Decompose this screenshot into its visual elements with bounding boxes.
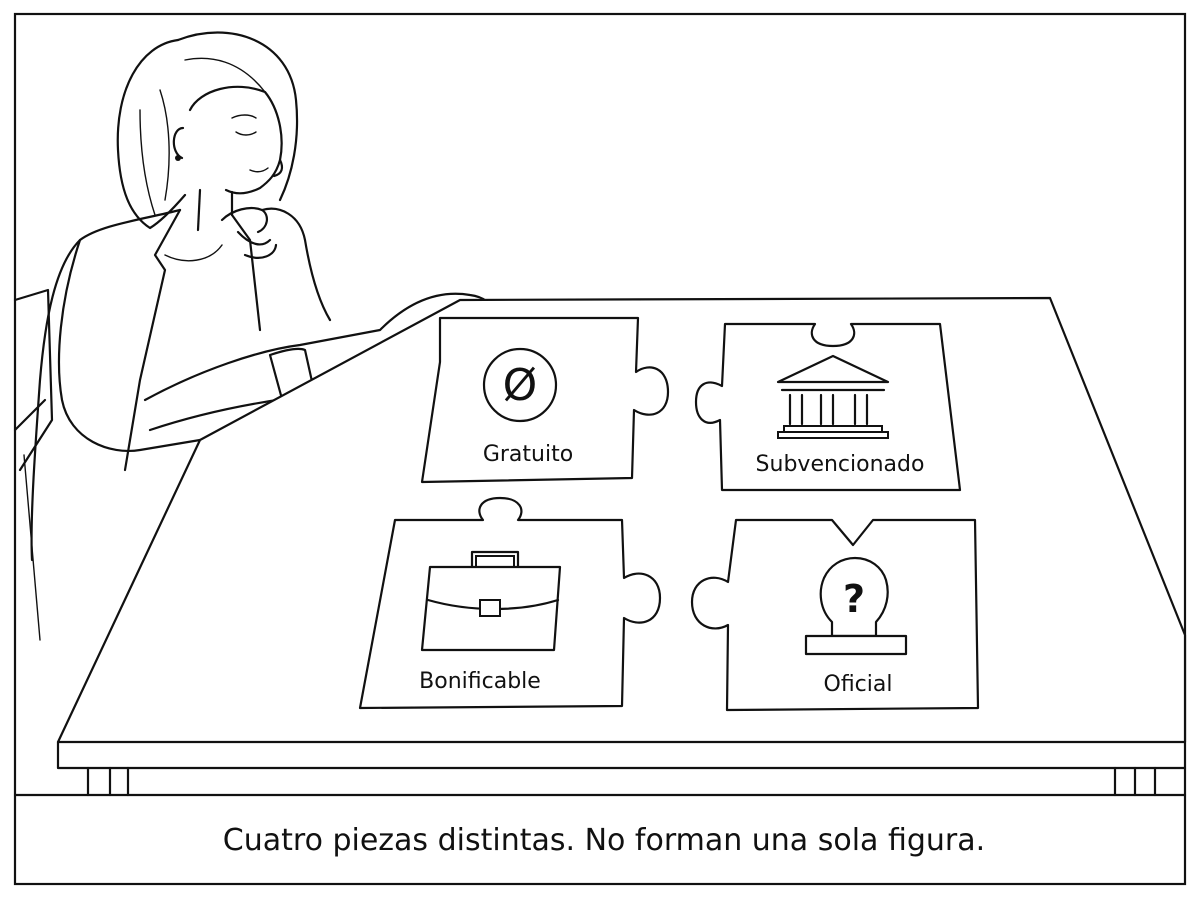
institution-building-icon bbox=[776, 354, 890, 439]
puzzle-piece-bonificable: Bonificable bbox=[358, 496, 662, 710]
piece-label-bonificable: Bonificable bbox=[419, 669, 541, 694]
piece-label-subvencionado: Subvencionado bbox=[756, 452, 925, 477]
question-mark-glyph: ? bbox=[843, 577, 865, 621]
briefcase-icon bbox=[420, 550, 562, 652]
empty-set-icon: Ø bbox=[482, 347, 558, 423]
woman-figure bbox=[30, 31, 492, 562]
piece-label-oficial: Oficial bbox=[824, 672, 893, 697]
caption: Cuatro piezas distintas. No forman una s… bbox=[223, 823, 985, 858]
empty-set-glyph: Ø bbox=[503, 360, 538, 411]
piece-label-gratuito: Gratuito bbox=[483, 442, 573, 467]
stamp-icon: ? bbox=[804, 556, 908, 656]
puzzle-piece-subvencionado: Subvencionado bbox=[694, 322, 962, 492]
puzzle-piece-oficial: ? Oficial bbox=[690, 518, 980, 712]
puzzle-piece-gratuito: Ø Gratuito bbox=[420, 316, 670, 484]
